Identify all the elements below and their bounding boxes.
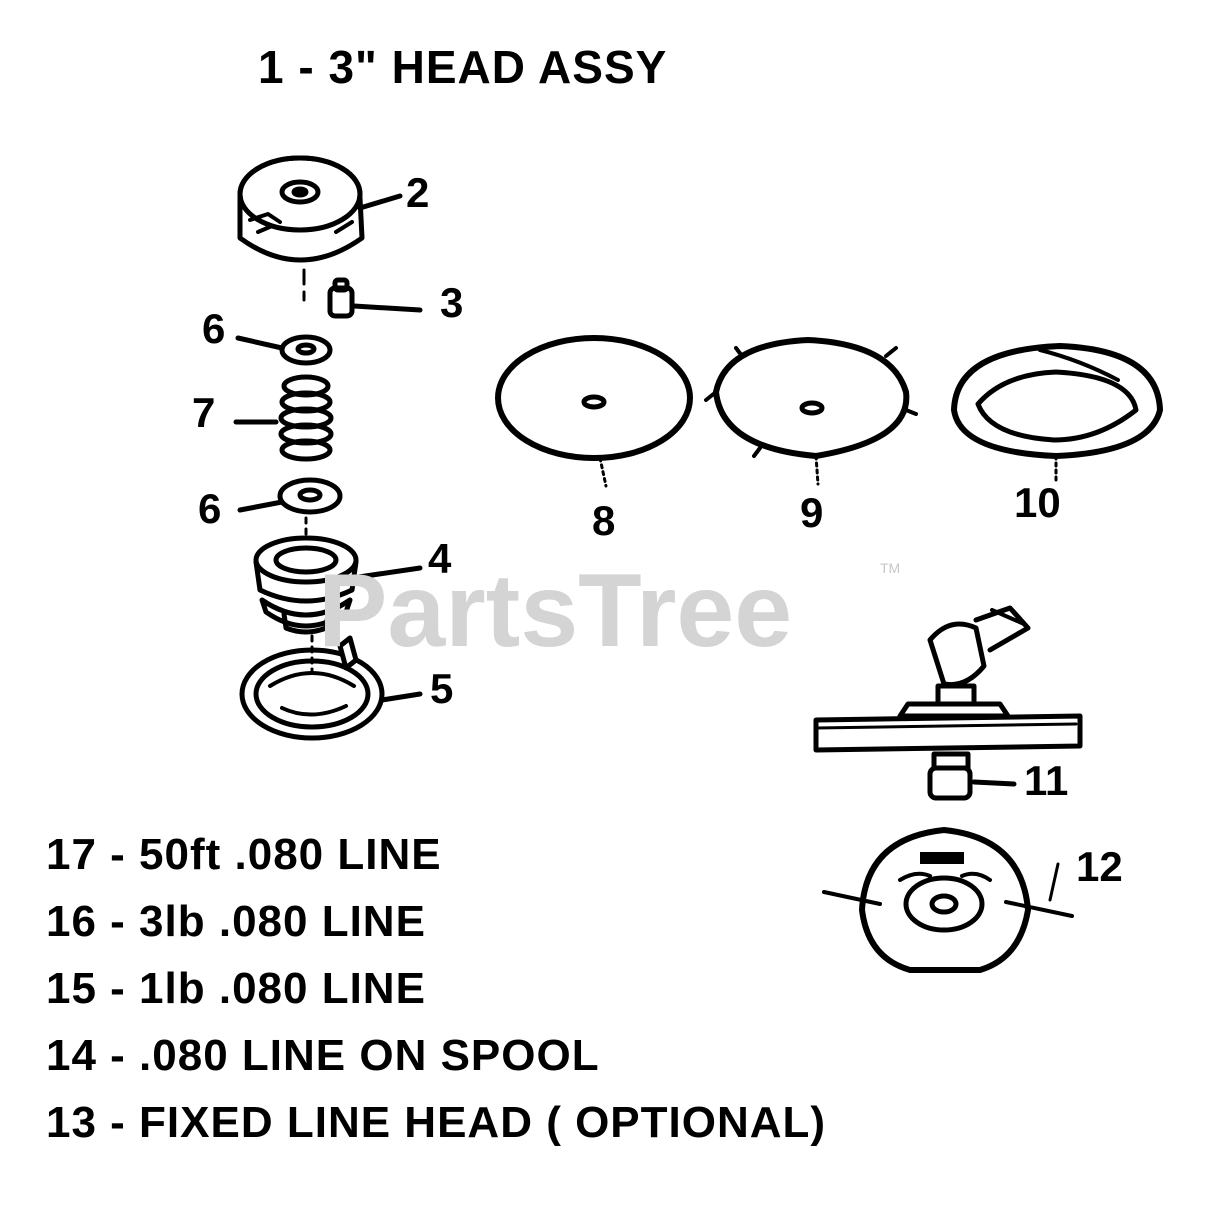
part-7-spring [233, 374, 334, 462]
callout-7: 7 [192, 389, 216, 436]
parts-list-item: 16 - 3lb .080 LINE [46, 897, 426, 946]
part-4-spool [253, 516, 423, 635]
part-5-housing [239, 634, 423, 741]
callout-6-lower: 6 [198, 485, 222, 532]
part-10-guard [951, 343, 1163, 482]
callout-9: 9 [800, 489, 824, 536]
part-8-blade [495, 335, 693, 488]
callout-6-upper: 6 [202, 305, 226, 352]
watermark: PartsTree [318, 553, 793, 669]
parts-list-item: 17 - 50ft .080 LINE [46, 830, 442, 879]
callout-10: 10 [1014, 479, 1061, 526]
callout-11: 11 [1024, 757, 1069, 804]
parts-list-item: 15 - 1lb .080 LINE [46, 964, 426, 1013]
callout-2: 2 [406, 169, 430, 216]
part-11-nut-assembly [813, 605, 1083, 801]
parts-list-item: 14 - .080 LINE ON SPOOL [46, 1031, 600, 1080]
callout-12: 12 [1076, 843, 1123, 890]
diagram-title: 1 - 3" HEAD ASSY [258, 41, 668, 93]
callout-8: 8 [592, 497, 616, 544]
callout-3: 3 [440, 279, 464, 326]
parts-list-item: 13 - FIXED LINE HEAD ( OPTIONAL) [46, 1098, 827, 1147]
part-9-blade [704, 337, 918, 486]
part-12-fixed-line-head [822, 827, 1074, 973]
part-6-washer-lower [237, 477, 343, 515]
callout-4: 4 [428, 535, 452, 582]
watermark-trademark: TM [880, 560, 901, 576]
part-6-washer-upper [235, 334, 333, 366]
callout-5: 5 [430, 665, 454, 712]
part-3-bolt [302, 268, 423, 319]
part-2-cap [237, 155, 403, 263]
